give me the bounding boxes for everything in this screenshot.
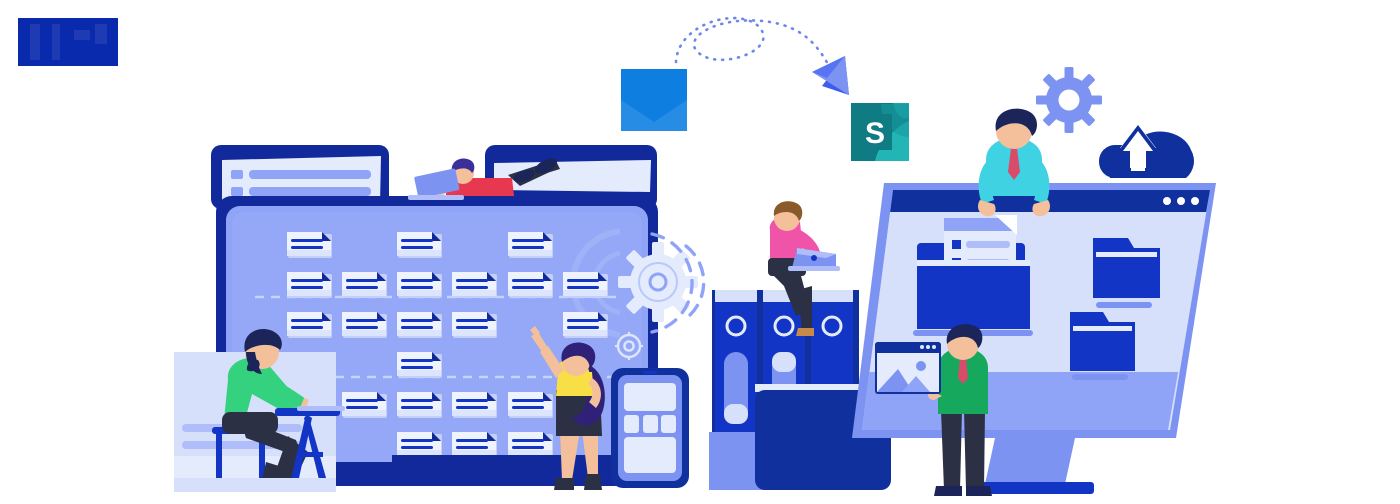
image-preview-window: [875, 342, 941, 394]
document-card[interactable]: [342, 272, 387, 298]
document-card[interactable]: [452, 432, 497, 458]
window-dots: [1163, 197, 1199, 205]
document-card[interactable]: [397, 272, 442, 298]
document-card[interactable]: [563, 272, 608, 298]
folder-item: [1093, 238, 1160, 308]
document-card[interactable]: [397, 232, 442, 258]
document-card[interactable]: [287, 272, 332, 298]
list-header-panel: [222, 156, 381, 205]
person-on-binders: [768, 201, 840, 336]
sharepoint-letter: S: [865, 117, 885, 150]
left-foot-shadow: [174, 478, 336, 492]
cloud-upload-icon: [1099, 124, 1194, 178]
document-card[interactable]: [563, 312, 608, 338]
document-card[interactable]: [342, 312, 387, 338]
document-card[interactable]: [397, 432, 442, 458]
document-card[interactable]: [397, 352, 442, 378]
document-card[interactable]: [452, 392, 497, 418]
document-card[interactable]: [397, 392, 442, 418]
person-holding-window: [875, 324, 992, 496]
document-card[interactable]: [508, 232, 553, 258]
paper-plane-icon: [812, 56, 849, 95]
person-lying-with-laptop: [408, 158, 560, 200]
person-filing-documents: [978, 108, 1050, 217]
gear-orbit-dashes: [650, 232, 706, 334]
settings-gear-icon: [1036, 67, 1102, 133]
desktop-monitor: [852, 183, 1216, 494]
binder-cabinet: [709, 290, 891, 490]
tablet-device: [611, 368, 689, 488]
accent-square: [621, 69, 687, 131]
document-card[interactable]: [287, 232, 332, 258]
open-folder: [913, 215, 1033, 336]
paper-plane-trail: [674, 16, 836, 76]
document-card[interactable]: [508, 272, 553, 298]
document-card[interactable]: [287, 312, 332, 338]
document-card[interactable]: [452, 272, 497, 298]
person-pointing: [530, 326, 605, 490]
document-card[interactable]: [397, 312, 442, 338]
document-card[interactable]: [508, 392, 553, 418]
document-card[interactable]: [452, 312, 497, 338]
document-card[interactable]: [508, 432, 553, 458]
brand-block: [18, 18, 118, 66]
folder-item: [1070, 312, 1135, 380]
document-card[interactable]: [342, 392, 387, 418]
sharepoint-icon: S: [851, 103, 909, 161]
small-orbit-gear-icon: [615, 332, 643, 360]
